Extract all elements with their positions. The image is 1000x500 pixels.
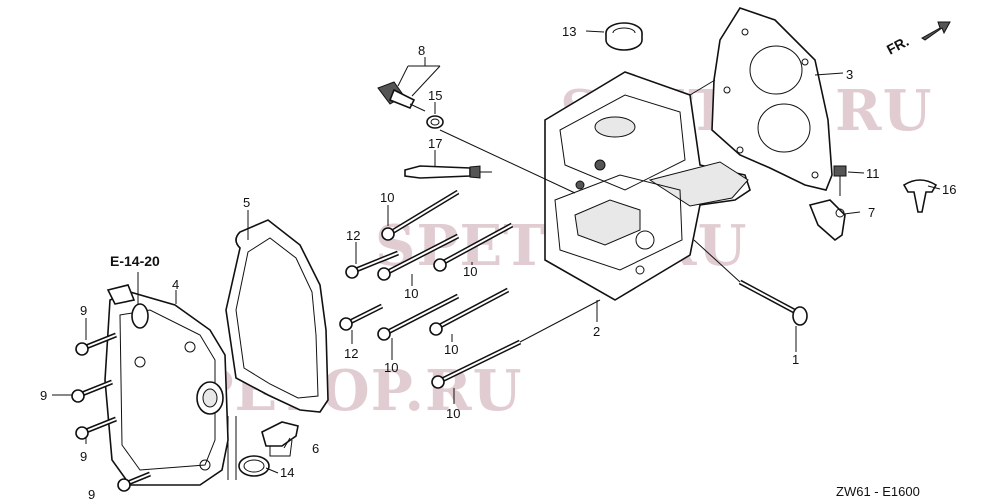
callout-17: 17 [428, 136, 442, 151]
part-bolt-9d [117, 471, 151, 492]
part-head-cover [104, 284, 229, 486]
callout-13: 13 [562, 24, 576, 39]
part-clip [902, 179, 938, 213]
part-cover-gasket [225, 219, 329, 413]
part-bolt-small [833, 165, 847, 196]
callout-10-e: 10 [444, 342, 458, 357]
callout-12-b: 12 [344, 346, 358, 361]
part-bolt-12b [339, 303, 384, 331]
part-filler-cap [261, 421, 299, 457]
front-direction-indicator: FR. [884, 21, 951, 58]
callout-10-b: 10 [404, 286, 418, 301]
leader-lines [52, 30, 941, 480]
callout-3: 3 [846, 67, 853, 82]
callout-11: 11 [866, 166, 880, 181]
part-bolt-10d [377, 293, 460, 341]
callout-labels: 13 3 8 15 17 10 12 10 10 12 10 10 10 2 1… [40, 24, 956, 500]
callout-9-a: 9 [80, 303, 87, 318]
callout-5: 5 [243, 195, 250, 210]
callout-16: 16 [942, 182, 956, 197]
part-bolt-9b [71, 379, 113, 403]
part-head-gasket [711, 7, 833, 191]
callout-10-f: 10 [446, 406, 460, 421]
callout-7: 7 [868, 205, 875, 220]
callout-1: 1 [792, 352, 799, 367]
part-oil-seal [605, 22, 643, 51]
callout-10-d: 10 [384, 360, 398, 375]
part-bolt-12a [345, 250, 399, 279]
callout-2: 2 [593, 324, 600, 339]
callout-10-c: 10 [463, 264, 477, 279]
part-bolt-10a [381, 189, 460, 241]
part-bolt-9a [75, 332, 117, 356]
part-o-ring [426, 115, 444, 129]
part-cylinder-head [544, 71, 751, 301]
front-label: FR. [884, 33, 911, 58]
part-bolt-10b [377, 233, 460, 281]
part-bracket [808, 199, 846, 242]
front-arrow-icon [921, 21, 951, 41]
part-bolt-10f [431, 339, 522, 389]
callout-10-a: 10 [380, 190, 394, 205]
part-cap-o-ring [238, 455, 270, 477]
callout-9-b: 9 [40, 388, 47, 403]
part-spark-plug [404, 165, 492, 179]
callout-9-c: 9 [80, 449, 87, 464]
callout-15: 15 [428, 88, 442, 103]
part-sensor [377, 81, 426, 112]
footer-code: ZW61 - E1600 [836, 484, 920, 499]
part-long-bolt [738, 279, 808, 326]
part-bolt-10c [433, 222, 514, 272]
reference-label: E-14-20 [110, 253, 160, 269]
part-bolt-9c [75, 416, 117, 440]
callout-4: 4 [172, 277, 179, 292]
callout-8: 8 [418, 43, 425, 58]
callout-6: 6 [312, 441, 319, 456]
callout-12-a: 12 [346, 228, 360, 243]
callout-9-d: 9 [88, 487, 95, 500]
callout-14: 14 [280, 465, 294, 480]
part-bolt-10e [429, 287, 510, 336]
